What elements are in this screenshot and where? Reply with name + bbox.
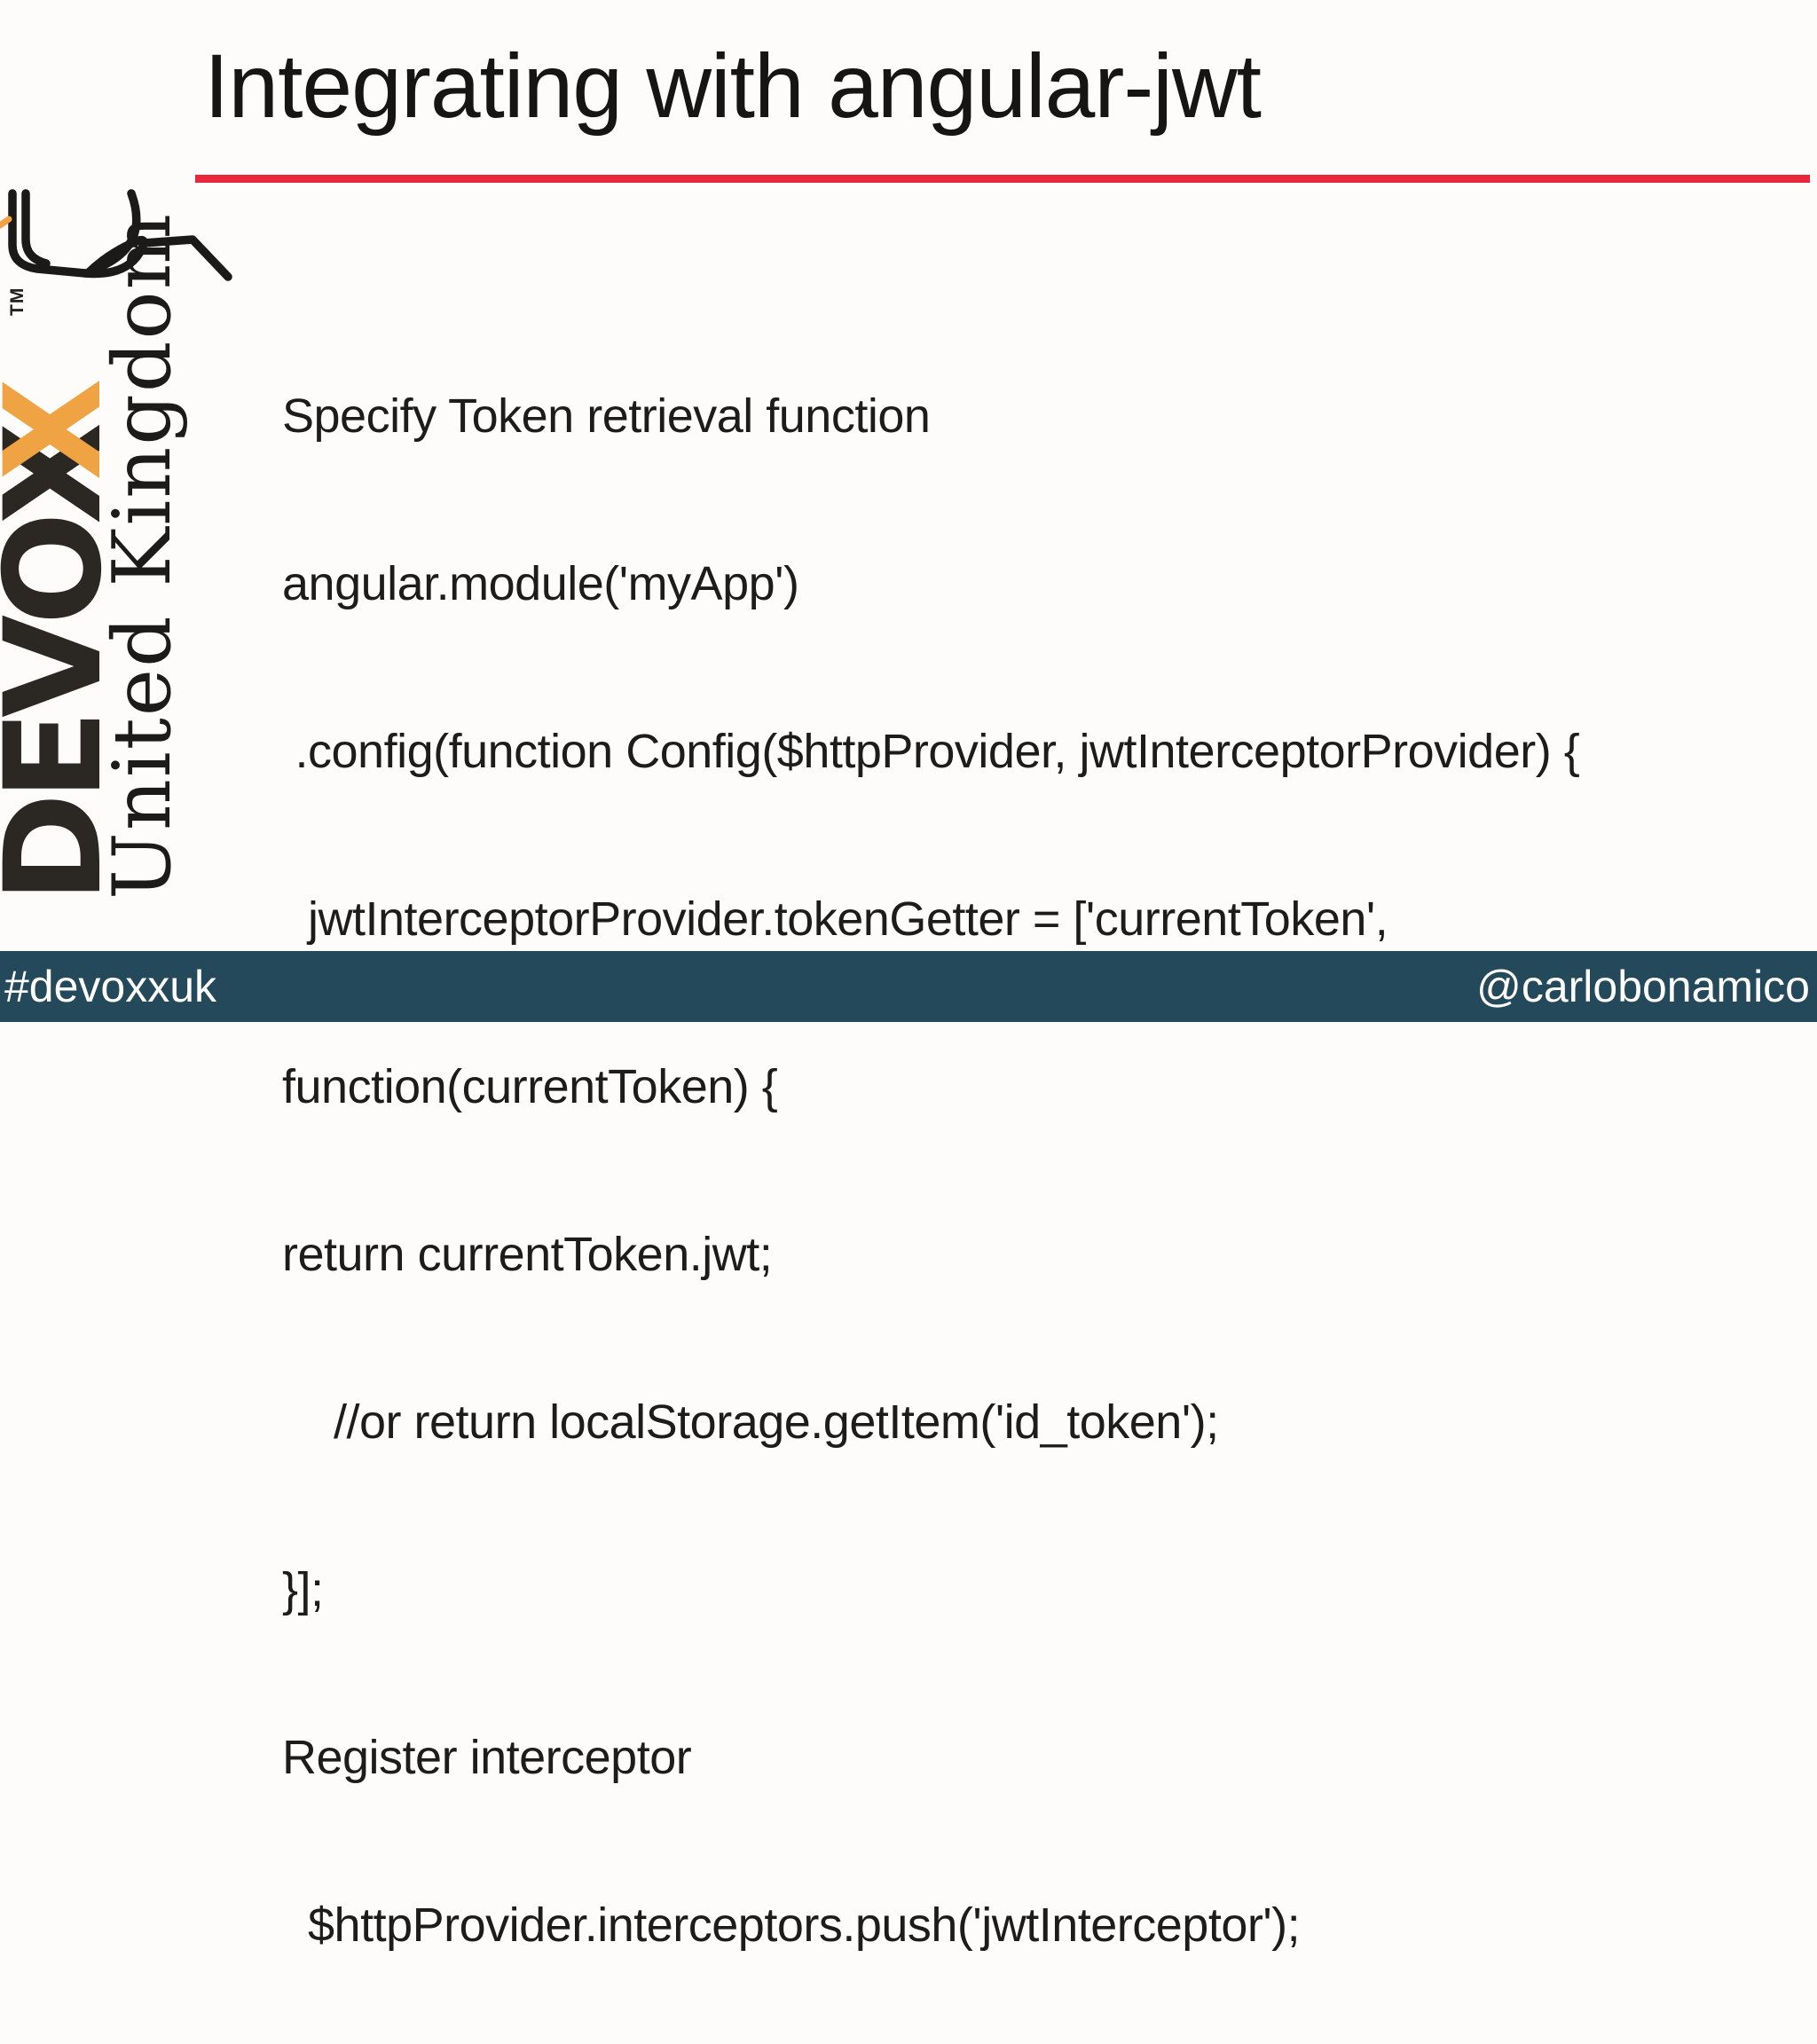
- footer-twitter-handle: @carlobonamico: [1476, 962, 1810, 1011]
- code-line: jwtInterceptorProvider.tokenGetter = ['c…: [282, 892, 1388, 946]
- code-block: Specify Token retrieval function angular…: [282, 277, 1580, 2044]
- code-line: Register interceptor: [282, 1731, 692, 1784]
- code-line: function(currentToken) {: [282, 1060, 778, 1113]
- slide-title: Integrating with angular-jwt: [204, 35, 1262, 137]
- code-line: $httpProvider.interceptors.push('jwtInte…: [282, 1899, 1301, 1952]
- trademark-symbol: TM: [7, 287, 28, 316]
- code-line: //or return localStorage.getItem('id_tok…: [282, 1395, 1219, 1449]
- code-line: angular.module('myApp'): [282, 557, 799, 610]
- title-underline-rule: [195, 175, 1810, 183]
- code-line: }];: [282, 1563, 324, 1616]
- devoxx-wordmark: DEVOXX: [0, 386, 131, 903]
- devoxx-logo-mark-icon: [0, 189, 232, 281]
- devoxx-region-label: United Kingdom: [96, 212, 189, 900]
- code-line: .config(function Config($httpProvider, j…: [282, 725, 1580, 778]
- code-line: return currentToken.jwt;: [282, 1228, 773, 1281]
- footer-hashtag: #devoxxuk: [4, 962, 217, 1011]
- footer-bar: #devoxxuk @carlobonamico: [0, 951, 1817, 1022]
- code-line: Specify Token retrieval function: [282, 389, 931, 443]
